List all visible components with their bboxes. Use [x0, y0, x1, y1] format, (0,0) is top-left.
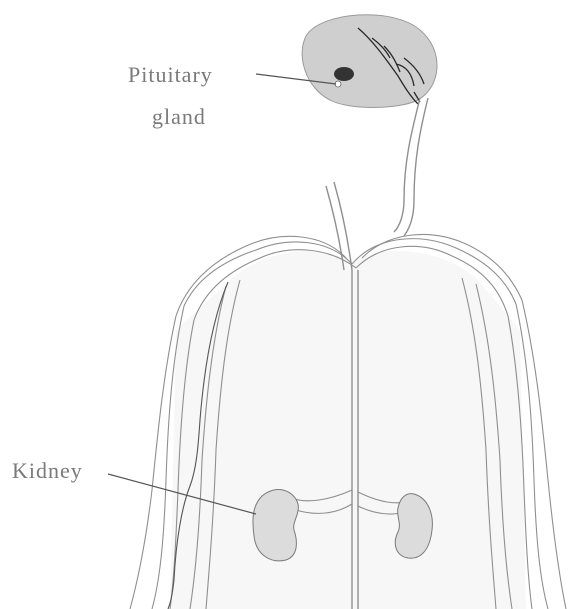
pituitary-label-line1: Pituitary — [128, 64, 213, 86]
right-kidney — [395, 494, 432, 559]
pituitary-label-line2: gland — [152, 106, 206, 128]
left-kidney — [253, 490, 298, 561]
head — [302, 15, 437, 108]
pituitary-gland — [334, 67, 354, 81]
torso-area — [170, 251, 526, 609]
kidney-label: Kidney — [12, 460, 83, 482]
